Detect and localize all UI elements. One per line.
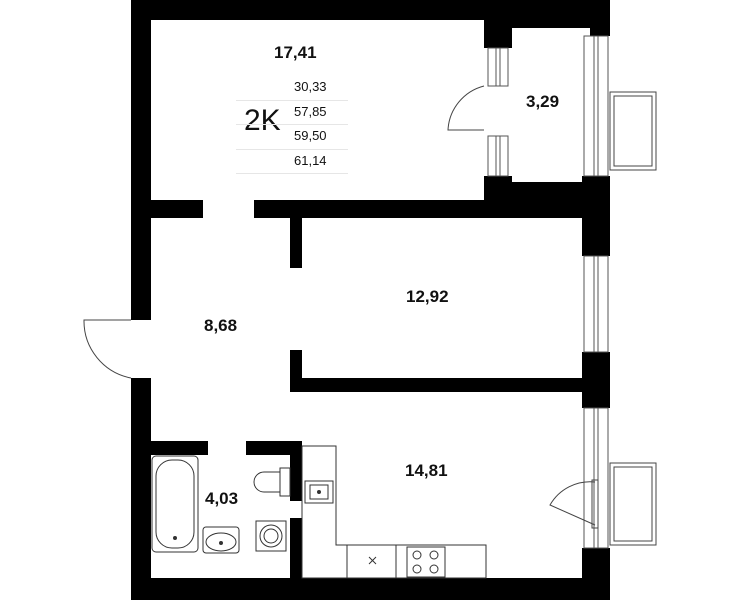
room-label-hallway: 8,68 — [204, 316, 238, 335]
room-label-middle: 12,92 — [406, 287, 449, 306]
area-value: 30,33 — [294, 79, 327, 94]
area-row: 59,50 — [236, 125, 348, 150]
area-value: 61,14 — [294, 152, 327, 168]
area-value: 59,50 — [294, 128, 327, 143]
room-label-balcony-top: 3,29 — [526, 92, 560, 111]
room-label-bathroom: 4,03 — [205, 489, 239, 508]
apartment-type: 2K — [244, 104, 281, 137]
kitchen-fixtures — [301, 445, 487, 579]
area-row: 57,85 — [236, 101, 348, 125]
walls — [131, 0, 610, 600]
windows — [487, 35, 609, 549]
balconies — [609, 91, 657, 546]
area-row: 30,33 — [236, 76, 348, 101]
room-label-top: 17,41 — [274, 43, 317, 62]
area-summary: 30,33 57,85 59,50 61,14 — [236, 76, 348, 174]
doors — [83, 85, 599, 529]
room-label-kitchen: 14,81 — [405, 461, 448, 480]
area-value: 57,85 — [294, 103, 327, 119]
area-row: 61,14 — [236, 150, 348, 174]
bathroom-fixtures — [151, 455, 291, 554]
